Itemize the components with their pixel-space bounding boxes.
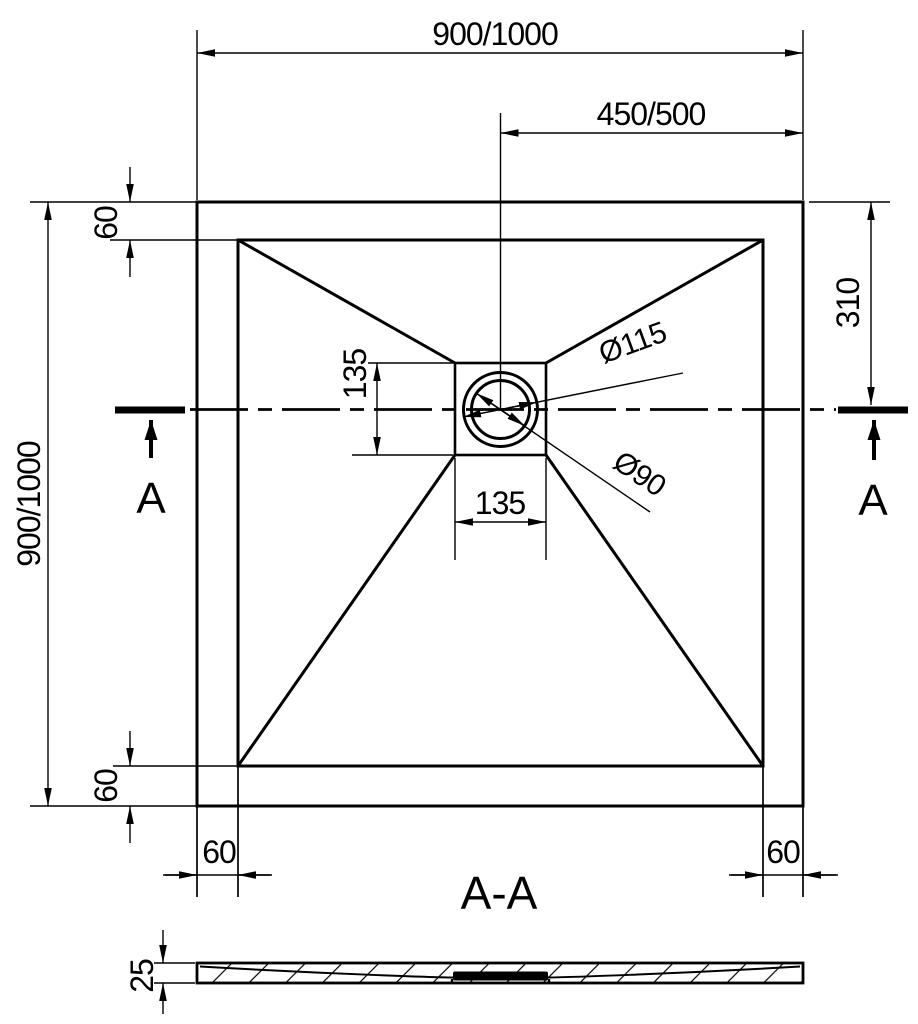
dim-label-rim-left: 60 [202, 834, 236, 870]
dim-label-135-h: 135 [475, 485, 526, 521]
slope-line-top-right [545, 238, 764, 365]
dim-drain-from-top: 310 [809, 201, 890, 405]
slope-line-bottom-left [236, 454, 457, 767]
section-title: A-A [461, 867, 538, 919]
dim-rim-right: 60 [729, 766, 838, 897]
diameter-arrow [462, 408, 501, 418]
dim-label-135-v: 135 [337, 349, 373, 400]
section-view [195, 961, 805, 985]
dim-half-width: 450/500 [499, 96, 803, 409]
diameter-arrow [500, 408, 525, 427]
dim-label-dia90: Ø90 [607, 445, 671, 503]
dim-overall-height: 900/1000 [11, 201, 196, 807]
dim-drain-recess-height: 135 [337, 349, 453, 456]
diameter-arrow [500, 401, 538, 411]
dim-label-rim-top: 60 [88, 206, 124, 240]
dim-label-overall-height: 900/1000 [11, 441, 47, 567]
dim-drain-flange-diameter: Ø115 [462, 316, 684, 418]
dim-thickness: 25 [124, 930, 195, 1014]
dim-label-rim-bottom: 60 [88, 769, 124, 803]
dim-rim-left: 60 [163, 766, 272, 897]
dim-label-thickness: 25 [124, 959, 160, 993]
dim-label-rim-right: 60 [766, 834, 800, 870]
cut-letter-right: A [858, 476, 888, 525]
dim-rim-top: 60 [88, 167, 237, 277]
dim-label-overall-width: 900/1000 [432, 16, 558, 52]
dim-label-dia115: Ø115 [595, 316, 671, 371]
slope-line-bottom-right [544, 454, 765, 767]
dim-overall-width: 900/1000 [196, 16, 804, 200]
dim-label-310: 310 [830, 278, 866, 329]
diameter-arrow [476, 392, 501, 411]
dim-label-half-width: 450/500 [597, 96, 706, 132]
dim-rim-bottom: 60 [88, 731, 237, 843]
dim-drain-recess-width: 135 [454, 458, 547, 560]
slope-line-top-left [237, 238, 456, 365]
cut-letter-left: A [136, 474, 166, 523]
section-cut-line: A A [115, 406, 908, 525]
section-drain-recess [453, 971, 548, 981]
